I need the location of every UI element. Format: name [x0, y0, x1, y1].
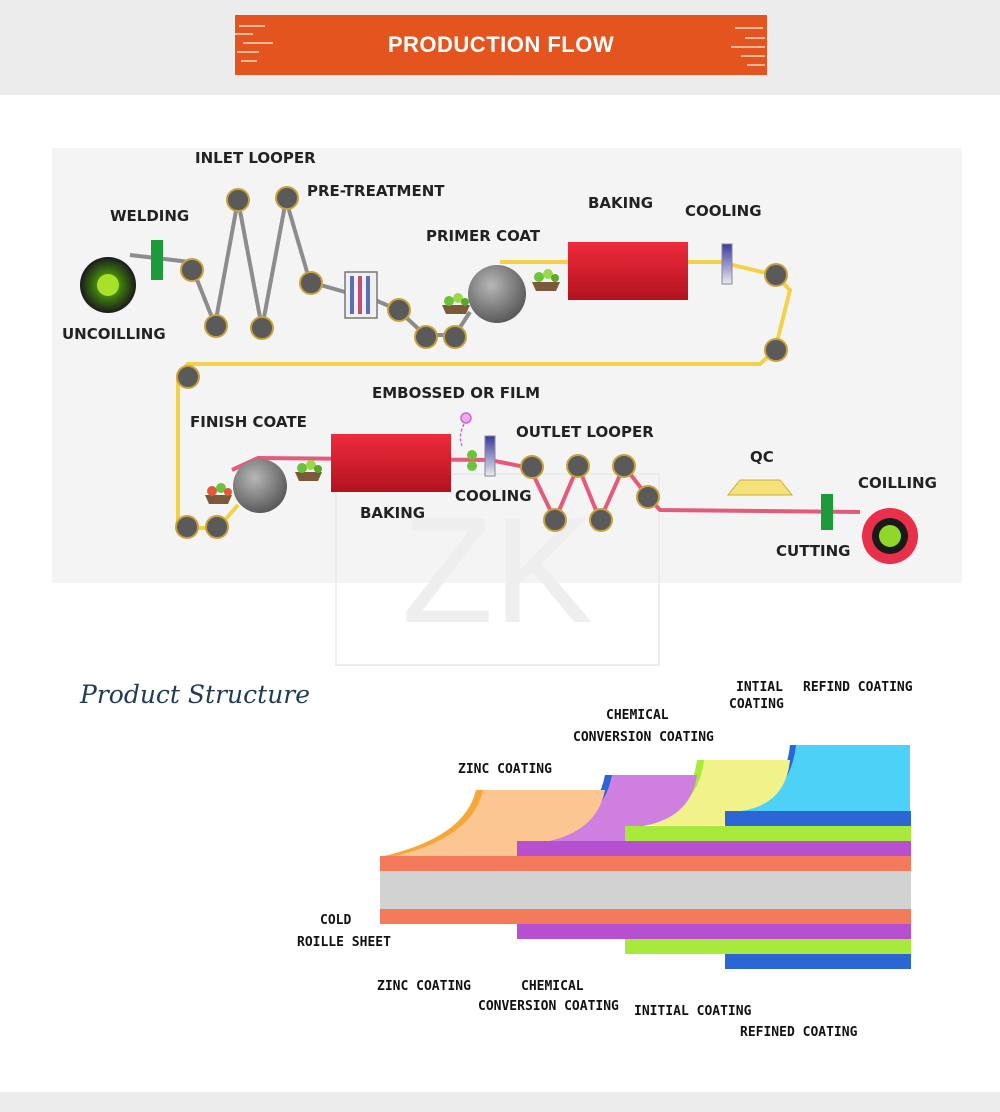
label-bottom-refined: REFINED COATING [740, 1025, 858, 1040]
label-welding: WELDING [110, 207, 190, 225]
refined-layer-top [725, 811, 911, 826]
label-bottom-initial: INITIAL COATING [634, 1004, 752, 1019]
zinc-layer-bottom [380, 909, 911, 924]
footer-band [0, 1092, 1000, 1112]
label-qc: QC [750, 448, 774, 466]
baking-oven-1-icon [568, 242, 688, 300]
label-bottom-zinc: ZINC COATING [377, 979, 471, 994]
label-top-chemical-1: CHEMICAL [606, 708, 669, 723]
label-bottom-chemical-2: CONVERSION COATING [478, 999, 619, 1014]
finish-paint-pan-icon [205, 460, 322, 504]
label-cold: COLD [320, 913, 352, 928]
zinc-layer-top [380, 856, 911, 871]
label-top-chemical-2: CONVERSION COATING [573, 730, 714, 745]
steel-sheet-core [380, 871, 911, 909]
title-banner: PRODUCTION FLOW [235, 15, 767, 75]
label-uncoilling: UNCOILLING [62, 325, 166, 343]
pre-treatment-tank-icon [344, 271, 378, 319]
finish-coater-roll-icon [233, 459, 287, 513]
initial-layer-bottom [625, 939, 911, 954]
cutting-machine-icon [821, 494, 833, 530]
label-roille-sheet: ROILLE SHEET [297, 935, 391, 950]
primer-coater-roll-icon [468, 265, 526, 323]
label-outlet-looper: OUTLET LOOPER [516, 423, 654, 441]
cooling-unit-2-icon [484, 435, 496, 477]
initial-layer-top [625, 826, 911, 841]
cooling-unit-1-icon [721, 243, 733, 285]
qc-station-icon [726, 479, 794, 496]
label-finish-coate: FINISH COATE [190, 413, 307, 431]
label-top-initial-1: INTIAL [736, 680, 783, 695]
label-baking-2: BAKING [360, 504, 426, 522]
baking-oven-2-icon [331, 434, 451, 492]
chemical-layer-top [517, 841, 911, 856]
primer-paint-pan-icon [442, 269, 560, 314]
label-top-zinc: ZINC COATING [458, 762, 552, 777]
product-structure-title: Product Structure [80, 680, 311, 709]
label-baking-1: BAKING [588, 194, 654, 212]
chemical-conversion-flap [517, 775, 697, 842]
label-top-refined: REFIND COATING [803, 680, 913, 695]
label-pre-treatment: PRE-TREATMENT [307, 182, 445, 200]
refined-layer-bottom [725, 954, 911, 969]
layer-stack [380, 745, 911, 969]
label-bottom-chemical-1: CHEMICAL [521, 979, 584, 994]
welding-machine-icon [151, 240, 163, 280]
label-cutting: CUTTING [776, 542, 851, 560]
label-inlet-looper: INLET LOOPER [195, 149, 316, 167]
page-title: PRODUCTION FLOW [387, 32, 615, 57]
embossing-roller-icon [459, 412, 477, 471]
label-embossed-or-film: EMBOSSED OR FILM [372, 384, 541, 402]
label-cooling-1: COOLING [685, 202, 762, 220]
label-cooling-2: COOLING [455, 487, 532, 505]
rollers [175, 186, 788, 539]
label-primer-coat: PRIMER COAT [426, 227, 541, 245]
chemical-layer-bottom [517, 924, 911, 939]
label-coilling: COILLING [858, 474, 937, 492]
label-top-initial-2: COATING [729, 697, 784, 712]
initial-coating-flap [625, 760, 790, 825]
